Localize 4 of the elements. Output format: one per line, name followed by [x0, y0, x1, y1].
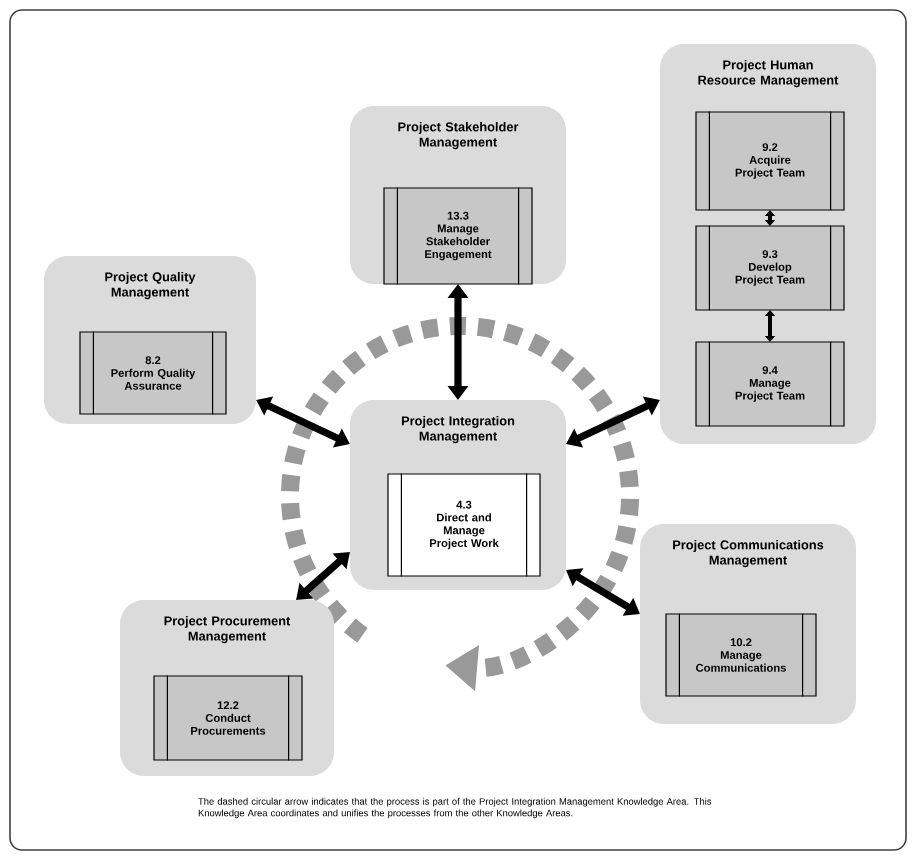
double-arrow	[764, 210, 776, 226]
double-arrow	[566, 568, 640, 616]
double-arrow	[764, 310, 776, 342]
double-arrow	[296, 552, 350, 600]
